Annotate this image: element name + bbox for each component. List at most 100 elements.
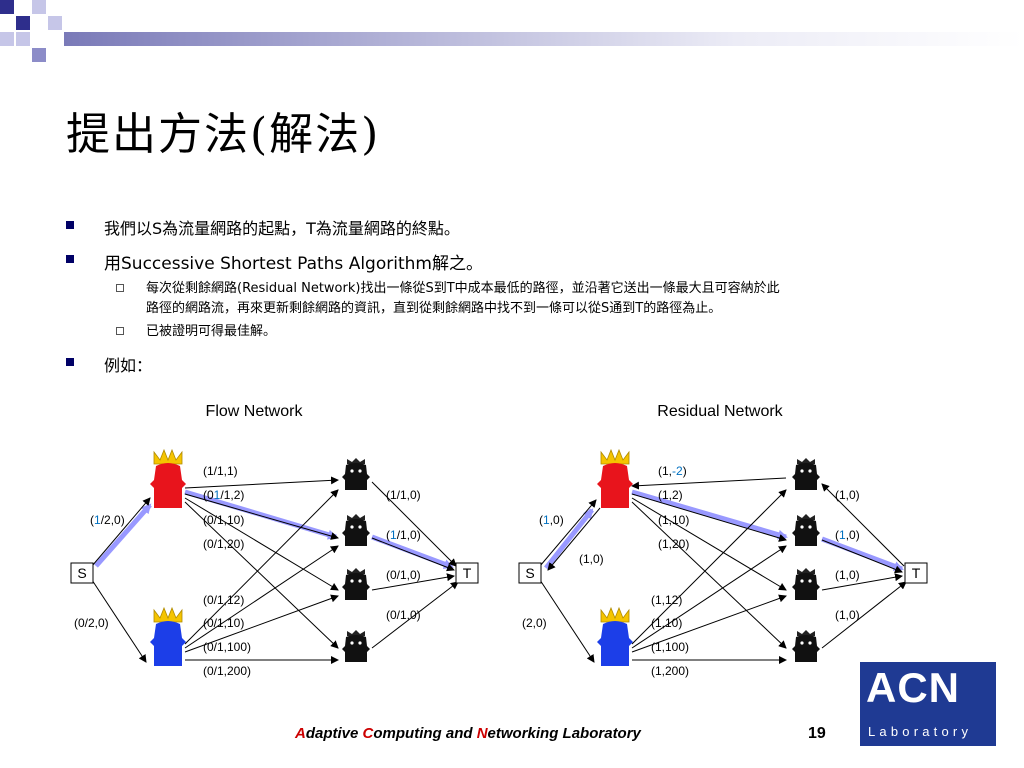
flow-highlight-top-c2	[184, 489, 338, 540]
footer-letter-a: A	[295, 725, 306, 742]
residual-label-c2-t: (1,0)	[835, 528, 860, 542]
flow-label-s-top: (1/2,0)	[90, 513, 125, 527]
flow-label-bottom-c3: (0/1,100)	[203, 640, 251, 654]
flow-highlight-c2-t	[371, 534, 454, 570]
bullet-square-icon	[66, 255, 74, 263]
flow-label-c3-t: (0/1,0)	[386, 568, 421, 582]
flow-edge-s-bottom	[91, 579, 147, 663]
flow-edge-bottom-c3	[184, 594, 339, 653]
bullet-2: 用Successive Shortest Paths Algorithm解之。	[66, 249, 483, 274]
flow-edge-top-c4	[184, 501, 339, 649]
residual-highlight-top-c2	[631, 489, 788, 540]
residual-edge-top-c4	[631, 501, 787, 649]
residual-label-bottom-c4: (1,200)	[651, 664, 689, 678]
bullet-3-text: 例如：	[104, 356, 153, 375]
flow-edge-bottom-c1	[184, 489, 339, 645]
bullet-square-icon	[66, 221, 74, 229]
residual-label-s-top: (1,0)	[539, 513, 564, 527]
residual-consumer-4-icon	[792, 630, 820, 662]
flow-label-bottom-c1: (0/1,12)	[203, 593, 244, 607]
page-number: 19	[808, 725, 826, 742]
footer-letter-n: N	[476, 725, 488, 742]
residual-node-s-label: S	[525, 565, 534, 581]
flow-label-c4-t: (0/1,0)	[386, 608, 421, 622]
residual-label-bottom-c1: (1,12)	[651, 593, 682, 607]
residual-label-s-back: (1,0)	[579, 552, 604, 566]
sub-bullet-1-line2: 路徑的網路流，再來更新剩餘網路的資訊，直到從剩餘網路中找不到一條可以從S通到T的…	[146, 301, 722, 316]
sub-bullet-2-line1: 已被證明可得最佳解。	[146, 324, 277, 339]
flow-node-s	[70, 562, 94, 584]
corner-decoration	[0, 0, 1024, 64]
residual-consumer-1-icon	[792, 458, 820, 490]
residual-edge-bottom-c2	[631, 545, 787, 649]
footer-word-daptive: daptive	[305, 725, 363, 742]
residual-edge-bottom-c3	[631, 594, 787, 653]
flow-label-c1-t: (1/1,0)	[386, 488, 421, 502]
flow-supplier-red-icon	[149, 449, 187, 509]
residual-edge-top-c3	[631, 497, 787, 591]
flow-network: S T (1/1,1) (01/1,2) (0/1,10) (0/1,20) (…	[70, 449, 479, 678]
residual-edge-top-c2	[631, 493, 787, 542]
flow-supplier-blue-icon	[149, 607, 187, 667]
residual-label-c1-t: (1,0)	[835, 488, 860, 502]
flow-label-bottom-c2: (0/1,10)	[203, 616, 244, 630]
flow-label-top-c2: (01/1,2)	[203, 488, 244, 502]
flow-edge-top-c2	[184, 493, 339, 540]
flow-edge-s-top	[91, 497, 151, 567]
residual-edge-t-c1	[821, 483, 905, 567]
footer-word-omputing: omputing and	[373, 725, 477, 742]
footer-word-etworking: etworking Laboratory	[487, 725, 641, 742]
residual-label-c3-t: (1,0)	[835, 568, 860, 582]
residual-label-top-c2: (1,2)	[658, 488, 683, 502]
flow-edge-c3-t	[371, 573, 455, 591]
residual-label-top-c3: (1,10)	[658, 513, 689, 527]
flow-label-top-c4: (0/1,20)	[203, 537, 244, 551]
residual-label-top-c1: (1,-2)	[658, 464, 687, 478]
residual-edge-c3-t	[821, 573, 903, 591]
flow-label-bottom-c4: (0/1,200)	[203, 664, 251, 678]
flow-label-top-c3: (0/1,10)	[203, 513, 244, 527]
bullet-1-text: 我們以S為流量網路的起點，T為流量網路的終點。	[104, 219, 460, 238]
flow-node-s-label: S	[77, 565, 86, 581]
footer-letter-c: C	[362, 725, 374, 742]
residual-network: S T (1,-2) (1,2) (1,10) (1,20) (1,12) (1…	[518, 449, 928, 678]
residual-node-t-label: T	[912, 565, 921, 581]
flow-edge-bottom-c2	[184, 545, 339, 649]
sub-bullet-box-icon	[116, 284, 124, 292]
bullet-3: 例如：	[66, 352, 152, 376]
flow-consumer-1-icon	[342, 458, 370, 490]
residual-label-bottom-c3: (1,100)	[651, 640, 689, 654]
flow-consumer-4-icon	[342, 630, 370, 662]
flow-edge-top-c3	[184, 497, 339, 591]
residual-highlight-c2-t	[821, 536, 904, 572]
flow-edge-c2-t	[371, 537, 455, 572]
residual-consumer-2-icon	[792, 514, 820, 546]
residual-edge-c4-t	[821, 581, 907, 649]
acn-logo: ACN Laboratory	[860, 662, 996, 746]
sub-bullet-box-icon	[116, 327, 124, 335]
residual-label-s-bottom: (2,0)	[522, 616, 547, 630]
bullet-square-icon	[66, 358, 74, 366]
flow-node-t-label: T	[463, 565, 472, 581]
flow-network-title: Flow Network	[206, 403, 304, 420]
slide-title: 提出方法(解法)	[66, 109, 381, 160]
residual-supplier-blue-icon	[596, 607, 634, 667]
residual-consumer-3-icon	[792, 568, 820, 600]
residual-highlight-s-top	[544, 508, 594, 570]
flow-edge-c4-t	[371, 581, 459, 649]
flow-consumer-2-icon	[342, 514, 370, 546]
flow-label-s-bottom: (0/2,0)	[74, 616, 109, 630]
residual-edge-top-s	[547, 507, 601, 571]
flow-label-c2-t: (1/1,0)	[386, 528, 421, 542]
residual-label-bottom-c2: (1,10)	[651, 616, 682, 630]
flow-edge-c1-t	[371, 481, 457, 567]
bullet-1: 我們以S為流量網路的起點，T為流量網路的終點。	[66, 215, 460, 239]
residual-node-s	[518, 562, 542, 584]
sub-bullet-1-line1: 每次從剩餘網路(Residual Network)找出一條從S到T中成本最低的路…	[146, 281, 780, 296]
residual-label-c4-t: (1,0)	[835, 608, 860, 622]
flow-label-top-c1: (1/1,1)	[203, 464, 238, 478]
flow-edge-top-c1	[184, 476, 339, 489]
residual-edge-c1-top	[631, 477, 787, 490]
flow-consumer-3-icon	[342, 568, 370, 600]
